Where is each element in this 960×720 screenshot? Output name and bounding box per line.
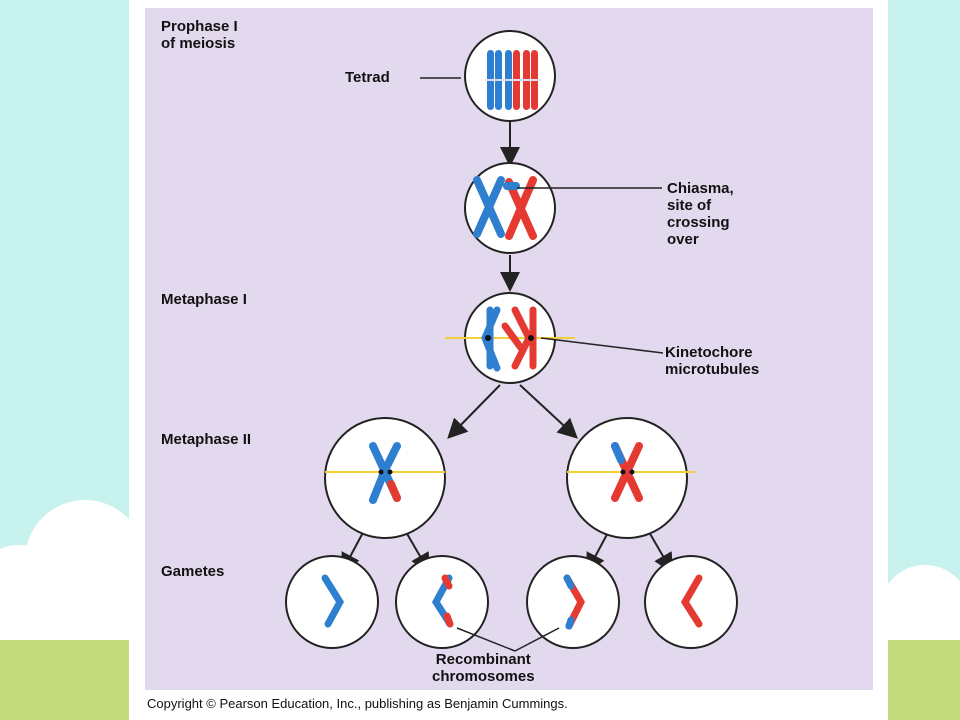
metaphase2-label: Metaphase II xyxy=(161,431,252,448)
copyright-notice: Copyright © Pearson Education, Inc., pub… xyxy=(147,696,568,711)
arrow-metaphase1-left xyxy=(447,384,501,439)
gamete-4 xyxy=(644,555,738,649)
chiasma-cell xyxy=(464,162,556,254)
recombinant-label: Recombinant chromosomes xyxy=(432,651,535,685)
gamete-2 xyxy=(395,555,489,649)
gametes-label: Gametes xyxy=(161,563,225,580)
crossed-chromosomes xyxy=(473,176,537,240)
tetrad-label: Tetrad xyxy=(345,69,390,86)
metaphase1-cell xyxy=(445,292,575,384)
chiasma-label: Chiasma, site of crossing over xyxy=(667,180,734,248)
tetrad-chromosomes xyxy=(485,50,541,110)
gamete-1 xyxy=(285,555,379,649)
metaphase2-left-cell xyxy=(324,417,446,539)
meiosis-diagram xyxy=(285,30,738,652)
arrow-metaphase1-right xyxy=(519,384,578,439)
recombinant-leader-right xyxy=(514,627,560,652)
tetrad-cell xyxy=(464,30,556,122)
kinetochore-label: Kinetochore microtubules xyxy=(665,344,760,378)
metaphase1-label: Metaphase I xyxy=(161,291,247,308)
metaphase2-right-cell xyxy=(566,417,695,539)
recombinant-leader-left xyxy=(456,627,516,652)
prophase-label: Prophase I of meiosis xyxy=(161,18,238,52)
gamete-3 xyxy=(526,555,620,649)
kinetochore-leader-line xyxy=(540,337,664,354)
diagram-panel: Prophase I of meiosis Metaphase I Metaph… xyxy=(145,8,873,690)
